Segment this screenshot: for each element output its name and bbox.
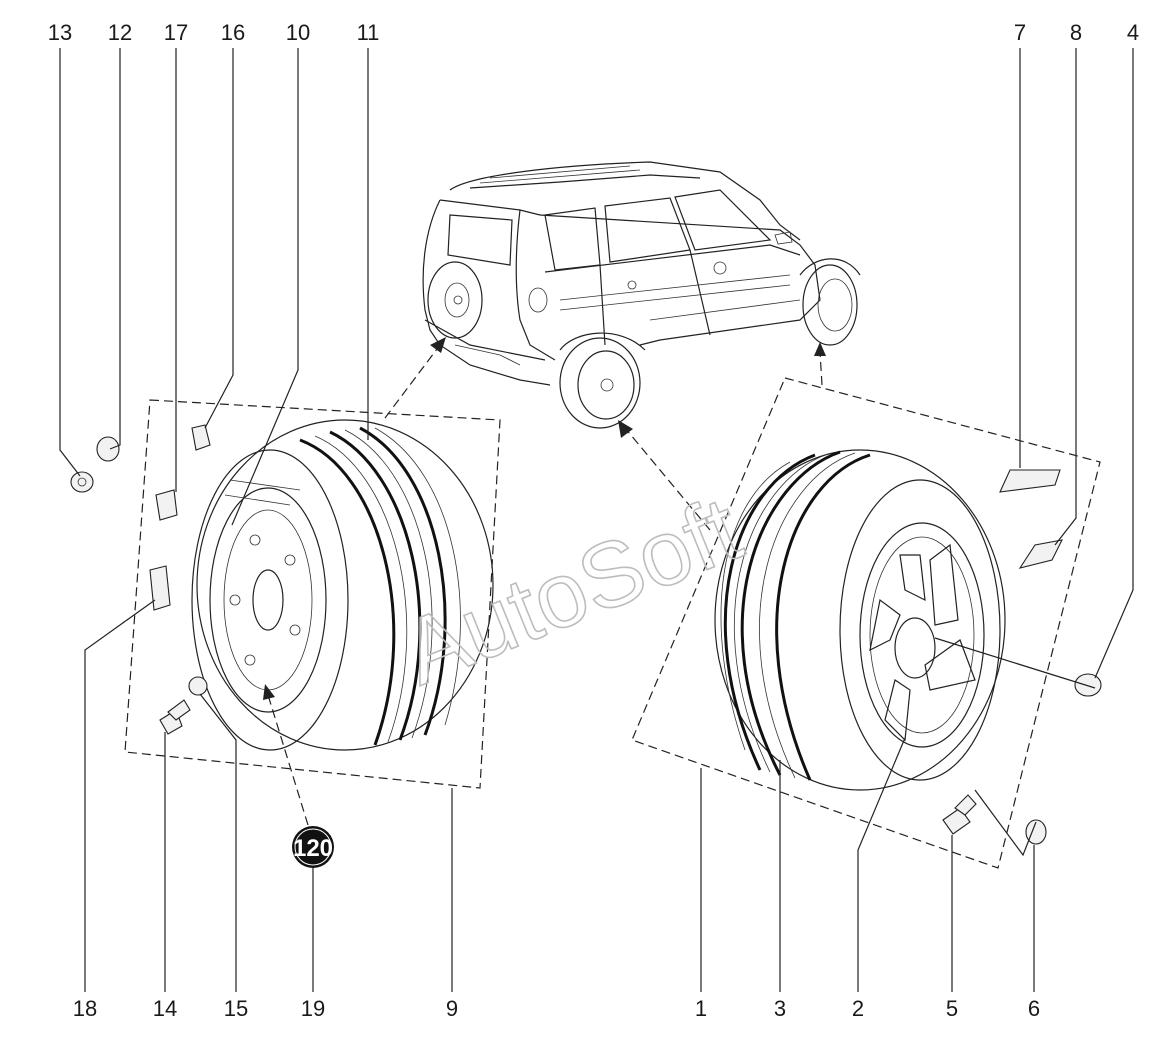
callout-14: 14 bbox=[153, 996, 177, 1021]
callout-13: 13 bbox=[48, 20, 72, 45]
callout-labels: 13 12 17 16 10 11 7 8 4 18 14 15 19 9 1 … bbox=[48, 20, 1139, 1021]
cap-nut-part bbox=[96, 436, 120, 462]
torque-badge-label: 120 bbox=[293, 835, 333, 862]
callout-5: 5 bbox=[946, 996, 958, 1021]
left-panel-border bbox=[124, 399, 501, 789]
callout-12: 12 bbox=[108, 20, 132, 45]
callout-4: 4 bbox=[1127, 20, 1139, 45]
alloy-bolt-part bbox=[942, 807, 971, 835]
balance-weight-clip-part bbox=[149, 565, 171, 611]
right-panel-border bbox=[631, 377, 1101, 869]
clip-part bbox=[191, 424, 211, 451]
callout-15: 15 bbox=[224, 996, 248, 1021]
callout-8: 8 bbox=[1070, 20, 1082, 45]
left-panel bbox=[124, 399, 501, 789]
rim-weight-part bbox=[999, 469, 1061, 493]
callout-18: 18 bbox=[73, 996, 97, 1021]
callout-10: 10 bbox=[286, 20, 310, 45]
callout-3: 3 bbox=[774, 996, 786, 1021]
callout-7: 7 bbox=[1014, 20, 1026, 45]
washer-part bbox=[70, 471, 94, 493]
callout-2: 2 bbox=[852, 996, 864, 1021]
rim-clip-part bbox=[1018, 539, 1063, 569]
balance-weight-part bbox=[155, 489, 178, 521]
valve-part bbox=[188, 676, 208, 696]
callout-11: 11 bbox=[357, 20, 380, 45]
right-panel bbox=[631, 377, 1101, 869]
center-cap-part bbox=[1074, 673, 1102, 697]
callout-17: 17 bbox=[164, 20, 188, 45]
torque-badge: 120 bbox=[292, 826, 334, 868]
callout-19: 19 bbox=[301, 996, 325, 1021]
leader-lines bbox=[59, 48, 1134, 992]
small-parts bbox=[70, 424, 1102, 845]
assembly-arrows bbox=[263, 337, 826, 826]
callout-6: 6 bbox=[1028, 996, 1040, 1021]
watermark-text: AutoSoft bbox=[389, 478, 754, 705]
vehicle-illustration bbox=[422, 161, 861, 429]
callout-9: 9 bbox=[446, 996, 458, 1021]
callout-1: 1 bbox=[695, 996, 707, 1021]
alloy-nut-cap-part bbox=[1025, 819, 1047, 845]
callout-16: 16 bbox=[221, 20, 245, 45]
